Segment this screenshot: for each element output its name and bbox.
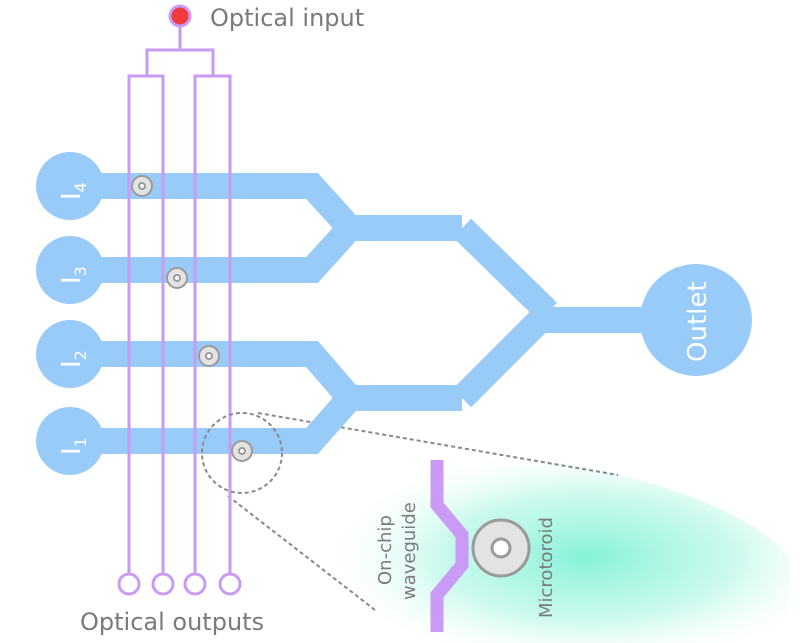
inset-microtoroid	[471, 518, 531, 578]
output-port-2	[151, 572, 175, 596]
channel-2	[70, 341, 462, 411]
zoom-connector-bottom	[227, 495, 376, 611]
zoom-circle	[201, 412, 283, 494]
inset-waveguide-label-2: waveguide	[399, 502, 420, 600]
waveguide-pair-left	[127, 74, 165, 574]
inset-waveguide	[430, 460, 469, 632]
optical-input-label: Optical input	[210, 4, 364, 32]
output-port-3	[183, 572, 207, 596]
channel-merge-upper	[452, 218, 558, 322]
output-port-4	[218, 572, 242, 596]
microtoroid-3	[166, 267, 188, 289]
outlet-reservoir	[640, 264, 752, 376]
microtoroid-2	[198, 345, 220, 367]
splitter-top	[145, 48, 215, 76]
waveguide-pair-right	[193, 74, 232, 574]
inlet-1-label: I1	[57, 437, 90, 455]
channel-merge-lower	[452, 302, 558, 408]
outlet-label: Outlet	[683, 281, 713, 362]
channel-4	[70, 173, 462, 241]
microtoroid-1	[231, 440, 253, 462]
output-port-1	[117, 572, 141, 596]
channel-3	[70, 219, 360, 283]
channel-1	[70, 389, 360, 454]
inlet-2-label: I2	[57, 350, 90, 368]
optical-output-ports	[117, 572, 242, 596]
optical-waveguides	[127, 26, 232, 574]
inlet-labels: I4 I3 I2 I1	[57, 182, 90, 455]
inlet-4-label: I4	[57, 182, 90, 200]
inset-microtoroid-label: Microtoroid	[536, 517, 557, 618]
inset-waveguide-label-1: On-chip	[375, 515, 396, 585]
channel-paths	[70, 173, 660, 454]
inlet-3-label: I3	[57, 266, 90, 284]
zoom-inset-background	[338, 452, 790, 643]
optical-outputs-label: Optical outputs	[80, 608, 264, 636]
microtoroid-4	[131, 175, 153, 197]
optical-input-port	[168, 4, 192, 28]
microtoroids	[131, 175, 253, 462]
zoom-connector-top	[257, 412, 619, 476]
